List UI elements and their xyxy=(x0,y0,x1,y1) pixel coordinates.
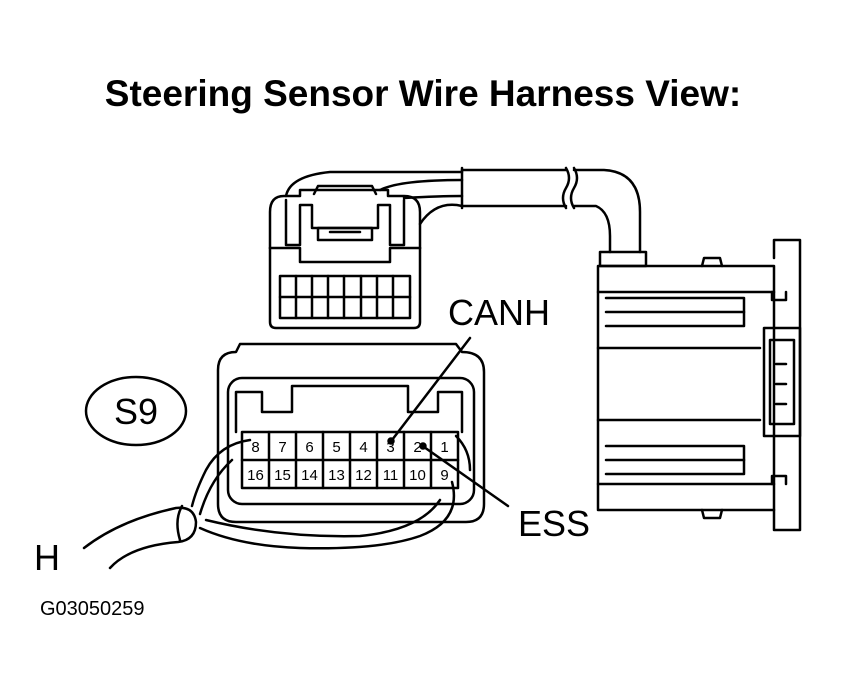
pin-number: 11 xyxy=(383,467,399,484)
canh-label: CANH xyxy=(448,292,550,333)
pin-number: 4 xyxy=(359,439,367,456)
ess-leader-line xyxy=(422,445,510,508)
pin-number: 10 xyxy=(409,467,426,484)
wire-bundle-lower xyxy=(82,434,472,570)
diagram-title: Steering Sensor Wire Harness View: xyxy=(105,73,741,114)
pin-row-top: 8 7 6 5 4 3 2 1 xyxy=(251,439,448,456)
canh-pin-dot xyxy=(387,437,395,445)
pin-number: 3 xyxy=(386,439,394,456)
connector-id-label: S9 xyxy=(114,391,158,432)
pin-number: 12 xyxy=(355,467,372,484)
pin-number: 8 xyxy=(251,439,259,456)
pin-row-bottom: 16 15 14 13 12 11 10 9 xyxy=(247,467,449,484)
connector-id-ellipse xyxy=(84,375,188,447)
pin-number: 5 xyxy=(332,439,340,456)
wire-bundle-upper xyxy=(284,166,648,268)
pin-number: 6 xyxy=(305,439,313,456)
steering-sensor-body xyxy=(596,238,802,532)
pin-grid-dividers xyxy=(267,430,433,490)
pin-number: 16 xyxy=(247,467,264,484)
ess-pin-dot xyxy=(419,442,427,450)
pin-number: 13 xyxy=(328,467,345,484)
mating-connector xyxy=(268,184,422,330)
pin-number: 14 xyxy=(301,467,318,484)
harness-side-label: H xyxy=(34,537,60,578)
pin-number: 2 xyxy=(413,439,421,456)
pin-number: 9 xyxy=(440,467,448,484)
pin-number: 1 xyxy=(440,439,448,456)
pin-number: 15 xyxy=(274,467,291,484)
pin-number: 7 xyxy=(278,439,286,456)
canh-leader-line xyxy=(390,336,472,442)
figure-code: G03050259 xyxy=(40,598,145,620)
ess-label: ESS xyxy=(518,503,590,544)
